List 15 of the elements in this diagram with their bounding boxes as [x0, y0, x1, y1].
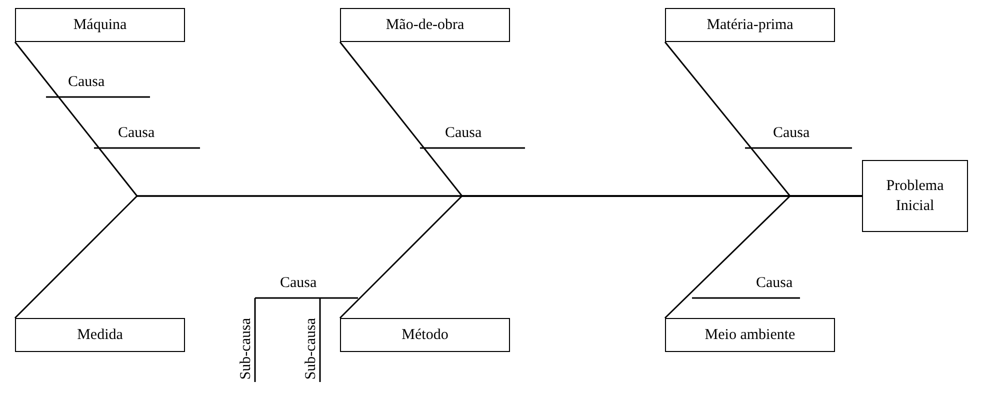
effect-box: Problema Inicial	[862, 160, 968, 232]
cause-label: Causa	[68, 74, 105, 90]
category-box: Mão-de-obra	[340, 8, 510, 42]
cause-label: Causa	[756, 275, 793, 291]
cause-label: Causa	[118, 125, 155, 141]
sub-cause-label: Sub-causa	[238, 318, 254, 380]
cause-label: Causa	[445, 125, 482, 141]
cause-label: Causa	[280, 275, 317, 291]
sub-cause-label: Sub-causa	[303, 318, 319, 380]
category-box: Máquina	[15, 8, 185, 42]
category-box: Matéria-prima	[665, 8, 835, 42]
cause-label: Causa	[773, 125, 810, 141]
category-box: Método	[340, 318, 510, 352]
category-box: Meio ambiente	[665, 318, 835, 352]
category-box: Medida	[15, 318, 185, 352]
